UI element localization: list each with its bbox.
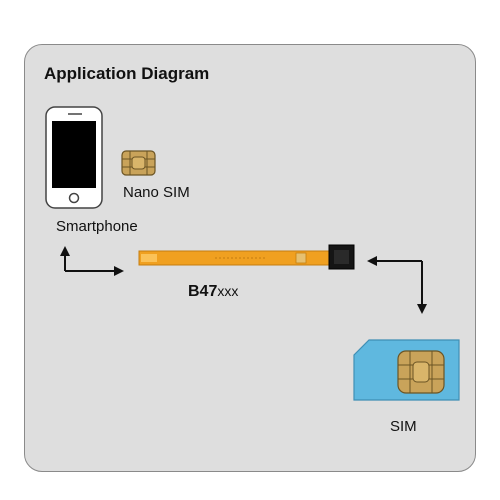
- diagram-title: Application Diagram: [44, 64, 210, 83]
- nano-sim-icon: [121, 150, 156, 176]
- cable-model-name: B47: [188, 283, 218, 300]
- nano-sim-label: Nano SIM: [123, 184, 190, 201]
- cable-model-suffix: xxx: [217, 283, 239, 299]
- arrow-icon: [60, 246, 124, 276]
- sim-card-icon: [353, 339, 460, 401]
- smartphone-icon: [45, 106, 103, 209]
- cable-model-label: B47xxx: [188, 283, 238, 301]
- sim-label: SIM: [390, 418, 417, 435]
- flex-cable-icon: [138, 244, 355, 270]
- smartphone-label: Smartphone: [56, 218, 138, 235]
- arrow-icon: [367, 256, 427, 314]
